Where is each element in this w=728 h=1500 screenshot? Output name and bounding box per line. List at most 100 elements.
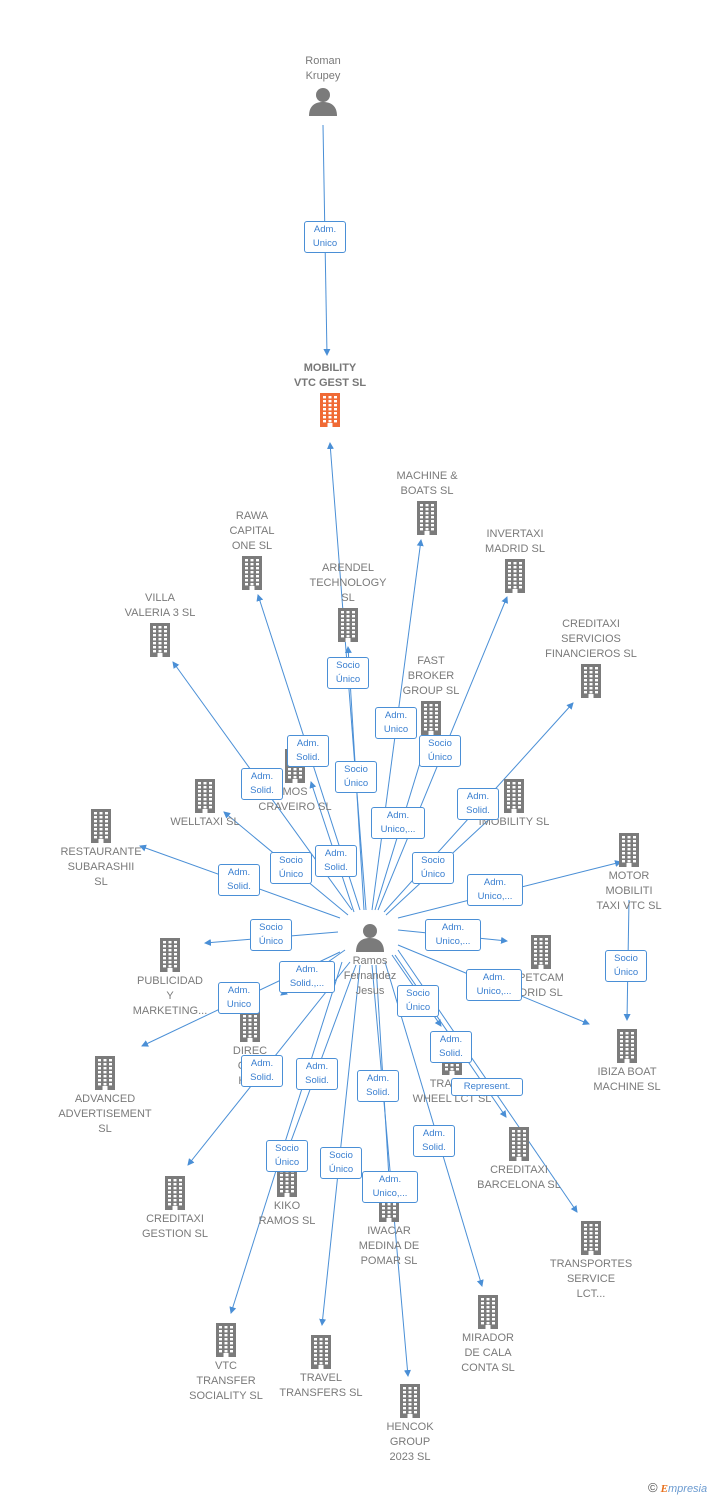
role-label[interactable]: Adm. Solid. <box>357 1070 399 1102</box>
node-fast[interactable]: FAST BROKER GROUP SL <box>371 654 491 737</box>
node-transportes[interactable]: TRANSPORTES SERVICE LCT... <box>531 1219 651 1302</box>
node-label: MACHINE & BOATS SL <box>396 470 458 497</box>
node-imobility[interactable]: IMOBILITY SL <box>454 777 574 830</box>
node-rawa[interactable]: RAWA CAPITAL ONE SL <box>192 509 312 592</box>
node-advanced[interactable]: ADVANCED ADVERTISEMENT SL <box>45 1054 165 1137</box>
building-icon <box>165 1176 185 1210</box>
role-label[interactable]: Adm. Unico,... <box>425 919 481 951</box>
role-label[interactable]: Adm. Solid. <box>287 735 329 767</box>
node-publicidad[interactable]: PUBLICIDAD Y MARKETING... <box>110 936 230 1019</box>
building-icon <box>417 501 437 535</box>
node-mirador[interactable]: MIRADOR DE CALA CONTA SL <box>428 1293 548 1376</box>
role-label[interactable]: Adm. Solid. <box>218 864 260 896</box>
role-label[interactable]: Adm. Solid. <box>241 1055 283 1087</box>
node-creditaxi-g[interactable]: CREDITAXI GESTION SL <box>115 1174 235 1242</box>
role-label[interactable]: Adm. Unico,... <box>362 1171 418 1203</box>
node-label: MOBILITY VTC GEST SL <box>293 362 367 389</box>
edge-ramos-to-vtc <box>229 961 343 1314</box>
role-label[interactable]: Adm. Solid.,... <box>279 961 335 993</box>
role-label[interactable]: Adm. Unico,... <box>467 874 523 906</box>
edge-ramos-to-travel <box>319 964 361 1326</box>
role-label[interactable]: Adm. Solid. <box>241 768 283 800</box>
node-label: RAWA CAPITAL ONE SL <box>229 510 275 552</box>
role-label[interactable]: Adm. Unico,... <box>466 969 522 1001</box>
role-label[interactable]: Adm. Solid. <box>430 1031 472 1063</box>
role-label[interactable]: Adm. Solid. <box>457 788 499 820</box>
role-label[interactable]: Socio Único <box>419 735 461 767</box>
node-label: HENCOK GROUP 2023 SL <box>386 1421 434 1463</box>
node-hencok[interactable]: HENCOK GROUP 2023 SL <box>350 1382 470 1465</box>
building-icon <box>95 1056 115 1090</box>
role-label[interactable]: Socio Único <box>605 950 647 982</box>
brand-logo-initial: E <box>660 1483 668 1495</box>
building-icon <box>160 938 180 972</box>
building-icon <box>216 1323 236 1357</box>
node-ramos[interactable]: Ramos Fernandez Jesus <box>310 920 430 999</box>
role-label[interactable]: Socio Único <box>320 1147 362 1179</box>
node-label: TRAVEL TRANSFERS SL <box>279 1372 363 1399</box>
role-label[interactable]: Adm. Solid. <box>315 845 357 877</box>
building-icon <box>504 779 524 813</box>
building-icon <box>338 608 358 642</box>
role-label[interactable]: Adm. Unico,... <box>371 807 425 839</box>
brand-credit: © Empresia <box>648 1480 707 1495</box>
node-motor[interactable]: MOTOR MOBILITI TAXI VTC SL <box>569 831 689 914</box>
node-label: CREDITAXI GESTION SL <box>141 1213 209 1240</box>
building-icon <box>320 393 340 427</box>
node-roman[interactable]: Roman Krupey <box>263 54 383 118</box>
role-label[interactable]: Socio Único <box>327 657 369 689</box>
node-label: IWACAR MEDINA DE POMAR SL <box>358 1225 420 1267</box>
role-label[interactable]: Adm. Unico <box>304 221 346 253</box>
role-label[interactable]: Adm. Unico <box>218 982 260 1014</box>
node-label: FAST BROKER GROUP SL <box>402 655 460 697</box>
building-icon <box>531 935 551 969</box>
node-label: Roman Krupey <box>305 55 341 82</box>
node-creditaxi-bcn[interactable]: CREDITAXI BARCELONA SL <box>459 1125 579 1193</box>
building-icon <box>581 664 601 698</box>
node-arendel[interactable]: ARENDEL TECHNOLOGY SL <box>288 561 408 644</box>
role-label[interactable]: Socio Único <box>266 1140 308 1172</box>
node-restaurante[interactable]: RESTAURANTE SUBARASHII SL <box>41 807 161 890</box>
role-label[interactable]: Adm. Solid. <box>413 1125 455 1157</box>
building-icon <box>581 1221 601 1255</box>
building-icon <box>421 701 441 735</box>
node-label: VTC TRANSFER SOCIALITY SL <box>189 1360 263 1402</box>
brand-logo-text: mpresia <box>668 1483 708 1495</box>
node-mobility[interactable]: MOBILITY VTC GEST SL <box>270 361 390 429</box>
role-label[interactable]: Socio Único <box>250 919 292 951</box>
node-vtc[interactable]: VTC TRANSFER SOCIALITY SL <box>166 1321 286 1404</box>
role-label[interactable]: Socio Único <box>412 852 454 884</box>
building-icon <box>150 623 170 657</box>
node-villa[interactable]: VILLA VALERIA 3 SL <box>100 591 220 659</box>
node-ibiza[interactable]: IBIZA BOAT MACHINE SL <box>567 1027 687 1095</box>
node-travel[interactable]: TRAVEL TRANSFERS SL <box>261 1333 381 1401</box>
node-invertaxi[interactable]: INVERTAXI MADRID SL <box>455 527 575 595</box>
node-label: INVERTAXI MADRID SL <box>485 528 545 555</box>
node-petcam[interactable]: PETCAM DRID SL <box>481 933 601 1001</box>
role-label[interactable]: Socio Único <box>270 852 312 884</box>
node-welltaxi[interactable]: WELLTAXI SL <box>145 777 265 830</box>
node-label: TRANSPORTES SERVICE LCT... <box>549 1258 633 1300</box>
role-label[interactable]: Socio Único <box>397 985 439 1017</box>
edge-ramos-to-hencok <box>371 964 411 1377</box>
node-label: IBIZA BOAT MACHINE SL <box>593 1066 661 1093</box>
node-creditaxi-sf[interactable]: CREDITAXI SERVICIOS FINANCIEROS SL <box>531 617 651 700</box>
role-label[interactable]: Socio Único <box>335 761 377 793</box>
node-label: MIRADOR DE CALA CONTA SL <box>461 1332 515 1374</box>
node-label: PUBLICIDAD Y MARKETING... <box>132 975 208 1017</box>
node-label: ADVANCED ADVERTISEMENT SL <box>58 1093 152 1135</box>
building-icon <box>240 1008 260 1042</box>
building-icon <box>91 809 111 843</box>
role-label[interactable]: Adm. Solid. <box>296 1058 338 1090</box>
role-label[interactable]: Represent. <box>451 1078 523 1096</box>
building-icon <box>478 1295 498 1329</box>
building-icon <box>617 1029 637 1063</box>
node-machine[interactable]: MACHINE & BOATS SL <box>367 469 487 537</box>
building-icon <box>242 556 262 590</box>
node-label: ARENDEL TECHNOLOGY SL <box>309 562 387 604</box>
copyright-icon: © <box>648 1480 658 1495</box>
building-icon <box>400 1384 420 1418</box>
role-label[interactable]: Adm. Unico <box>375 707 417 739</box>
node-label: PETCAM DRID SL <box>518 972 564 999</box>
